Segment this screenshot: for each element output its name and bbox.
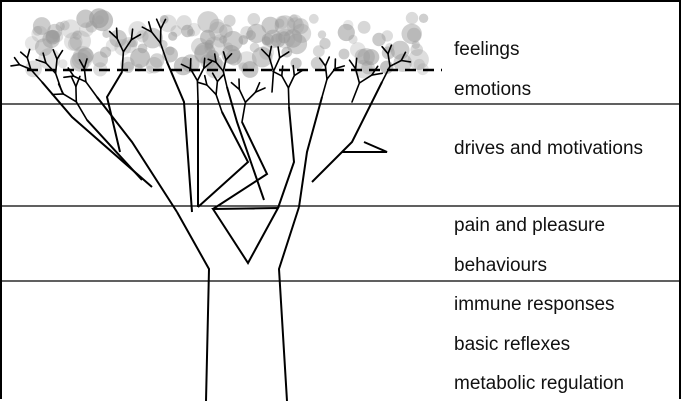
twig [293,66,294,76]
foliage-clump [339,49,350,60]
foliage-canopy [25,8,429,78]
foliage-clump [92,51,108,67]
foliage-clump [150,53,164,67]
twig [11,65,20,66]
twig [272,71,274,92]
foliage-clump [213,34,226,47]
level-feelings-label: feelings [454,40,520,59]
twig [282,66,283,76]
foliage-clump [311,57,324,70]
level-drives-label: drives and motivations [454,139,643,158]
foliage-clump [291,58,302,69]
foliage-clump [275,15,296,36]
foliage-clump [406,12,418,24]
twig [282,76,289,88]
twig [335,66,344,69]
twig [21,52,28,58]
trunk-crotch [213,208,278,263]
foliage-clump [319,38,330,49]
twig [71,77,76,87]
twig [356,58,357,69]
twig [216,95,222,112]
twig [63,94,76,102]
foliage-clump [402,24,422,44]
foliage-clump [419,14,428,23]
tree-trunk [42,62,387,401]
foliage-clump [61,19,80,38]
foliage-clump [86,21,98,33]
twig [350,60,356,69]
twig [288,76,294,88]
twig [197,81,198,100]
twig [86,82,97,97]
foliage-clump [123,62,134,73]
twig [198,82,207,85]
twig [274,58,280,72]
twig [231,83,239,90]
foliage-clump [146,66,154,74]
level-pain-pleasure-label: pain and pleasure [454,216,605,235]
twig [322,79,327,97]
level-behaviours-label: behaviours [454,256,547,275]
twig [205,76,207,85]
foliage-clump [372,33,385,46]
level-emotions-label: emotions [454,80,531,99]
twig [242,102,245,122]
twig [239,89,245,102]
foliage-clump [309,14,319,24]
level-metabolic-label: metabolic regulation [454,374,624,393]
twig [245,92,255,102]
twig [15,58,20,65]
foliage-clump [33,26,43,36]
twig [325,66,327,79]
twig [52,94,63,95]
foliage-clump [358,21,371,34]
foliage-clump [338,24,355,41]
twig [288,88,289,107]
twig [327,69,335,80]
twig [117,28,118,38]
foliage-clump [247,24,266,43]
foliage-clump [159,15,177,33]
twig [352,83,359,102]
foliage-clump [181,25,193,37]
level-reflexes-label: basic reflexes [454,335,570,354]
twig [223,71,227,87]
twig [325,57,329,66]
twig [27,49,29,57]
twig [216,81,217,94]
trunk-left-edge [177,212,209,401]
level-immune-label: immune responses [454,295,615,314]
trunk-right-edge [279,207,299,401]
foliage-clump [318,30,326,38]
twig [278,47,280,58]
twig [207,85,216,95]
twig [56,73,62,92]
twig [273,71,282,76]
foliage-clump [248,13,261,26]
